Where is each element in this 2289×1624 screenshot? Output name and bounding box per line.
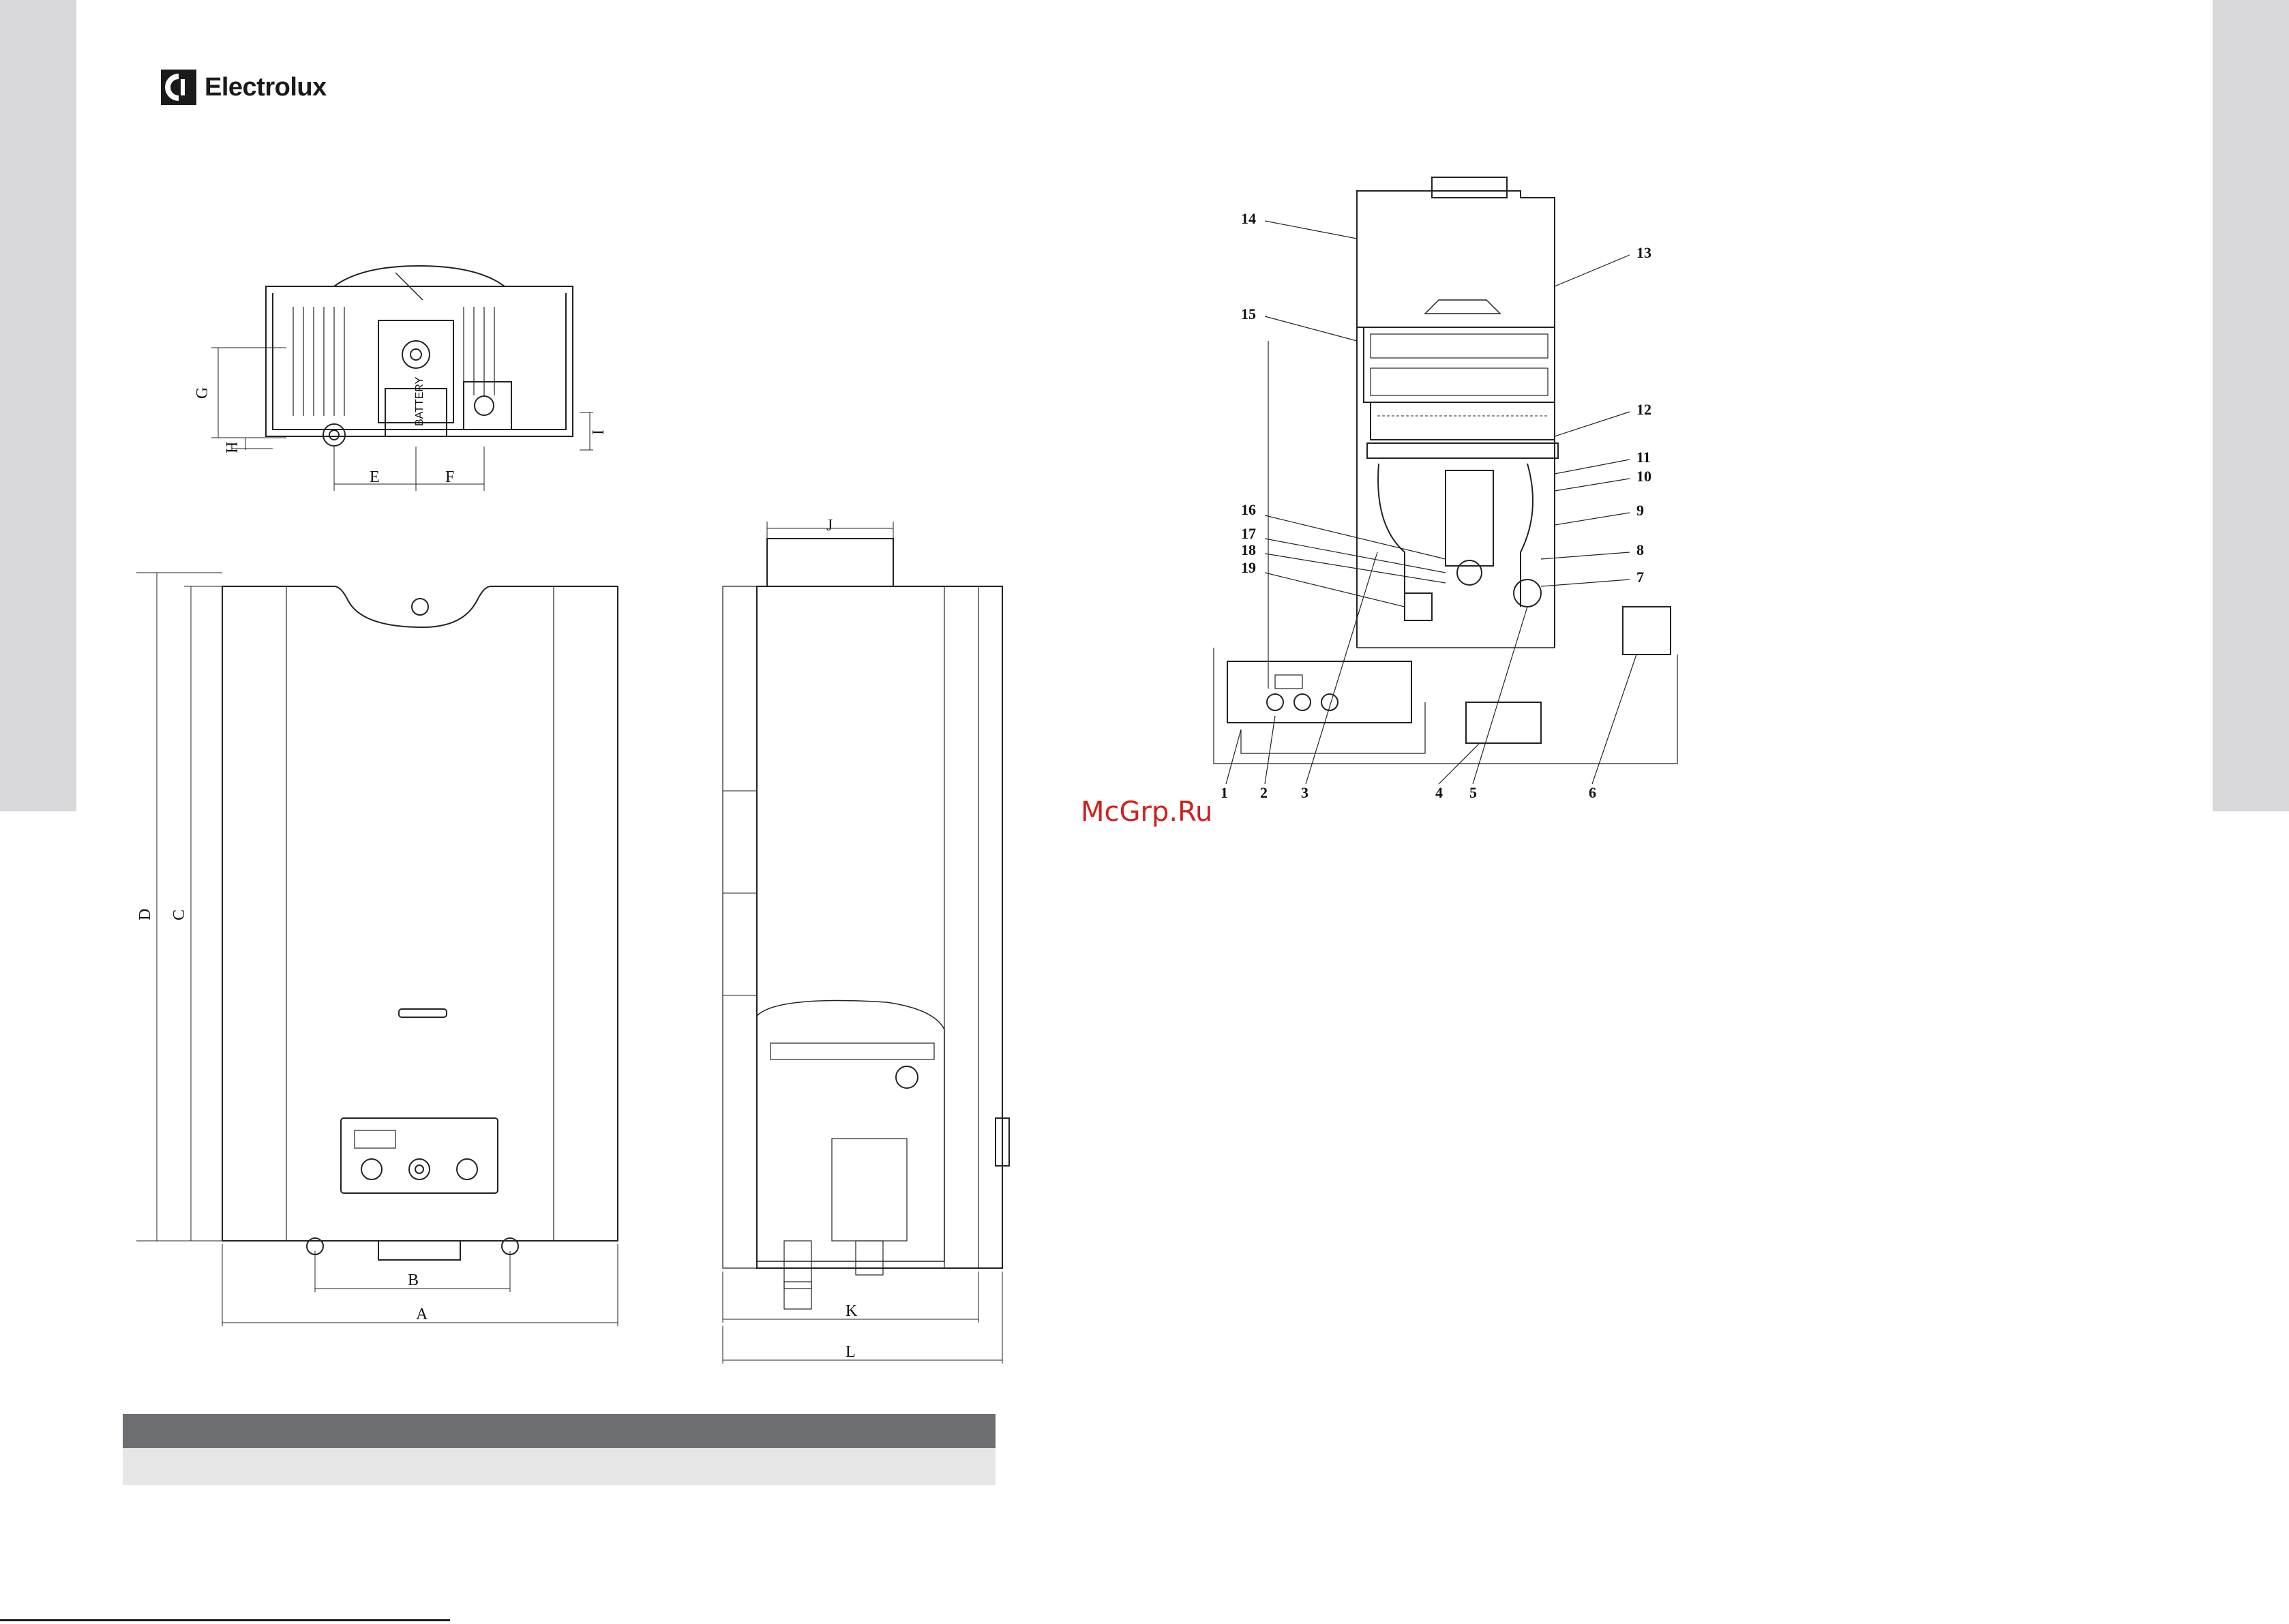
dim-label-a: A [416,1306,428,1323]
electrolux-icon [161,70,196,105]
parts-diagram: 14 15 16 17 18 19 13 12 11 10 9 8 7 1 2 … [1200,170,1718,805]
watermark: McGrp.Ru [1081,796,1212,828]
dim-label-g: G [194,387,211,399]
dim-label-d: D [136,909,154,920]
side-view-drawing: J K L [709,511,1023,1370]
table-header-bar [123,1414,996,1448]
callout-16: 16 [1241,501,1256,518]
callout-2: 2 [1260,784,1268,801]
footer-rule [0,1619,450,1621]
callout-18: 18 [1241,541,1256,558]
callout-13: 13 [1636,244,1651,261]
dim-label-i: I [590,430,608,435]
front-view-drawing: D C B A [136,566,641,1343]
dim-label-e: E [370,468,380,486]
right-margin-band [2213,0,2289,811]
brand-logo: Electrolux [161,68,327,106]
callout-17: 17 [1241,525,1256,542]
callout-11: 11 [1636,449,1651,466]
left-margin-band [0,0,76,811]
callout-3: 3 [1301,784,1308,801]
brand-name: Electrolux [205,73,327,102]
table-row [123,1448,996,1485]
callout-5: 5 [1469,784,1477,801]
dim-label-l: L [846,1343,856,1361]
callout-12: 12 [1636,401,1651,418]
callout-14: 14 [1241,210,1256,227]
callout-1: 1 [1221,784,1228,801]
dim-label-b: B [408,1272,419,1289]
callout-15: 15 [1241,305,1256,322]
callout-19: 19 [1241,559,1256,576]
callout-7: 7 [1636,569,1644,586]
dim-label-c: C [170,909,188,920]
callout-4: 4 [1435,784,1443,801]
callout-6: 6 [1589,784,1596,801]
dim-label-j: J [826,517,833,535]
dim-label-f: F [445,468,454,486]
callout-9: 9 [1636,502,1644,519]
dim-label-h: H [224,442,241,453]
battery-label: BATTERY [414,376,425,426]
callout-10: 10 [1636,468,1651,485]
callout-8: 8 [1636,541,1644,558]
dim-label-k: K [846,1302,858,1320]
top-view-drawing: G H I E F BATTERY [191,259,627,505]
